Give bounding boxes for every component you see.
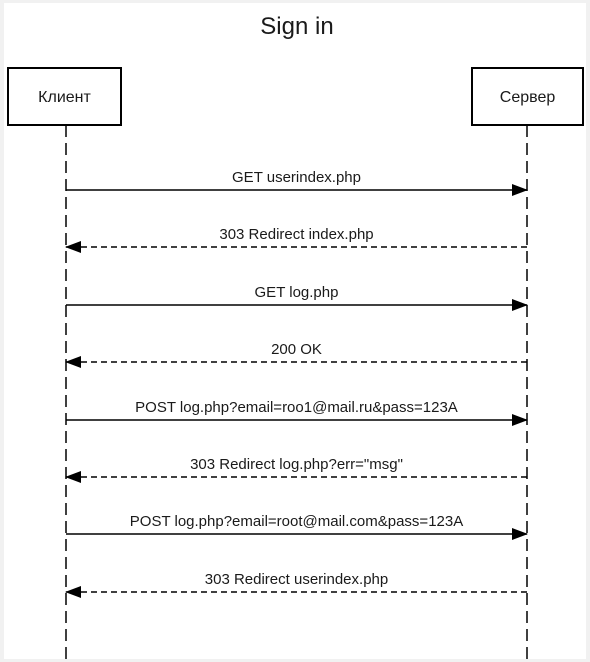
message-label-1: GET userindex.php xyxy=(232,169,361,186)
participant-server-label: Сервер xyxy=(500,89,556,106)
participant-client-label: Клиент xyxy=(38,89,91,106)
message-label-8: 303 Redirect userindex.php xyxy=(205,571,388,588)
message-label-4: 200 OK xyxy=(271,341,322,358)
message-label-3: GET log.php xyxy=(255,284,339,301)
message-label-2: 303 Redirect index.php xyxy=(219,226,373,243)
participant-client: Клиент xyxy=(7,67,122,126)
participant-server-box xyxy=(471,67,584,126)
participant-server: Сервер xyxy=(471,67,584,126)
message-label-7: POST log.php?email=root@mail.com&pass=12… xyxy=(130,513,463,530)
message-label-5: POST log.php?email=roo1@mail.ru&pass=123… xyxy=(135,399,458,416)
diagram-title: Sign in xyxy=(260,13,333,40)
message-list: GET userindex.php 303 Redirect index.phpG… xyxy=(65,169,528,598)
participant-client-box xyxy=(7,67,122,126)
message-label-6: 303 Redirect log.php?err="msg" xyxy=(190,456,403,473)
